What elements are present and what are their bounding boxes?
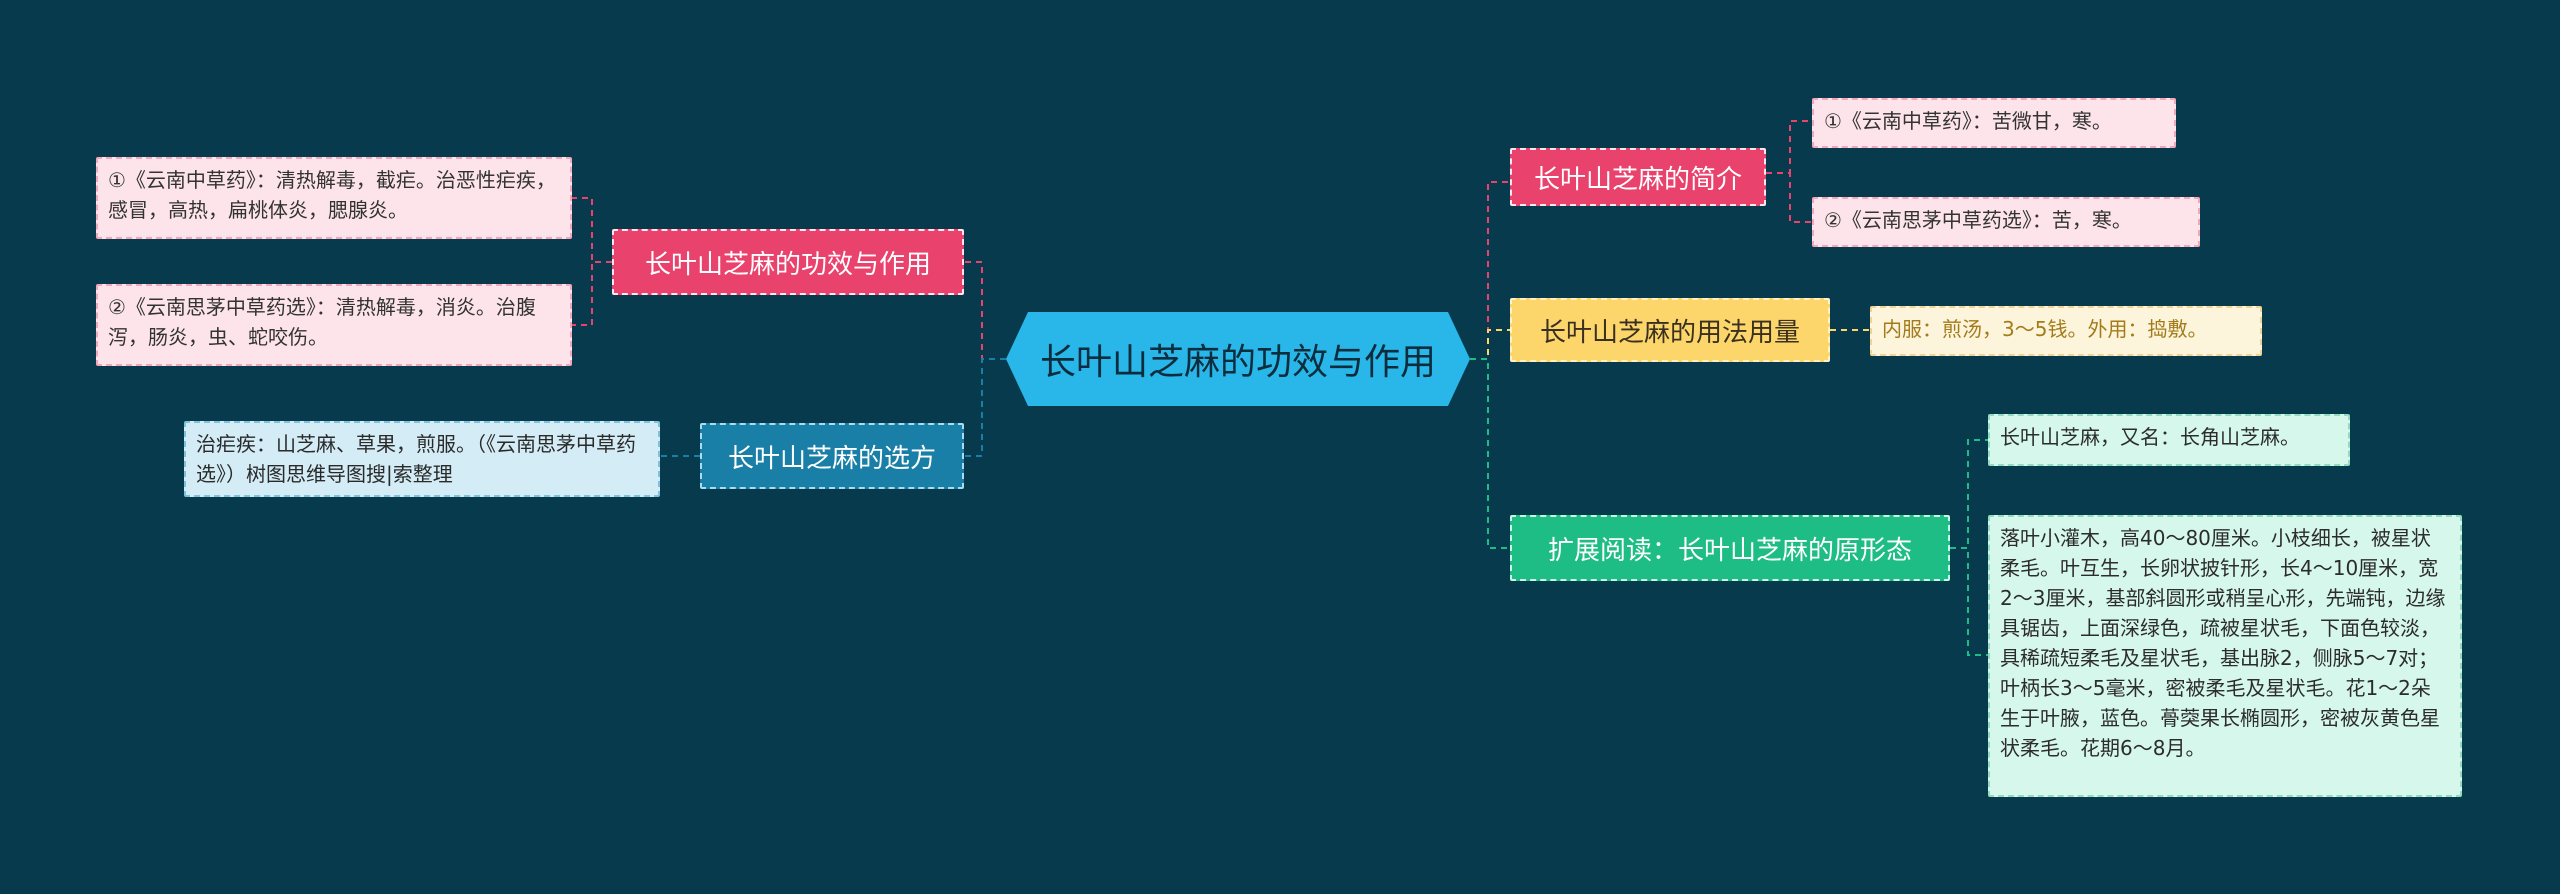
usage-leaf-1-text: 内服：煎汤，3～5钱。外用：捣敷。 <box>1882 317 2208 341</box>
branch-effects[interactable]: 长叶山芝麻的功效与作用 <box>612 229 964 295</box>
branch-usage[interactable]: 长叶山芝麻的用法用量 <box>1510 298 1830 362</box>
branch-morphology[interactable]: 扩展阅读：长叶山芝麻的原形态 <box>1510 515 1950 581</box>
morphology-leaf-1[interactable]: 长叶山芝麻，又名：长角山芝麻。 <box>1988 414 2350 466</box>
branch-usage-label: 长叶山芝麻的用法用量 <box>1539 317 1800 348</box>
branch-prescription-label: 长叶山芝麻的选方 <box>727 443 936 474</box>
branch-effects-label: 长叶山芝麻的功效与作用 <box>644 249 931 280</box>
central-topic-label: 长叶山芝麻的功效与作用 <box>1039 342 1436 383</box>
branch-prescription[interactable]: 长叶山芝麻的选方 <box>700 423 964 489</box>
prescription-leaf-1-text: 治疟疾：山芝麻、草果，煎服。（《云南思茅中草药选》）树图思维导图搜|索整理 <box>196 432 636 486</box>
prescription-leaf-1[interactable]: 治疟疾：山芝麻、草果，煎服。（《云南思茅中草药选》）树图思维导图搜|索整理 <box>184 421 660 497</box>
morphology-leaf-2[interactable]: 落叶小灌木，高40～80厘米。小枝细长，被星状柔毛。叶互生，长卵状披针形，长4～… <box>1988 515 2462 797</box>
effects-leaf-2-text: ②《云南思茅中草药选》：清热解毒，消炎。治腹泻，肠炎，虫、蛇咬伤。 <box>108 295 536 349</box>
effects-leaf-2[interactable]: ②《云南思茅中草药选》：清热解毒，消炎。治腹泻，肠炎，虫、蛇咬伤。 <box>96 284 572 366</box>
intro-leaf-1-text: ①《云南中草药》：苦微甘，寒。 <box>1824 109 2112 133</box>
usage-leaf-1[interactable]: 内服：煎汤，3～5钱。外用：捣敷。 <box>1870 306 2262 356</box>
intro-leaf-1[interactable]: ①《云南中草药》：苦微甘，寒。 <box>1812 98 2176 148</box>
branch-intro-label: 长叶山芝麻的简介 <box>1533 164 1742 195</box>
intro-leaf-2[interactable]: ②《云南思茅中草药选》：苦，寒。 <box>1812 197 2200 247</box>
morphology-leaf-1-text: 长叶山芝麻，又名：长角山芝麻。 <box>2000 425 2300 449</box>
central-topic[interactable]: 长叶山芝麻的功效与作用 <box>1006 312 1470 406</box>
branch-morphology-label: 扩展阅读：长叶山芝麻的原形态 <box>1547 535 1912 566</box>
effects-leaf-1[interactable]: ①《云南中草药》：清热解毒，截疟。治恶性疟疾，感冒，高热，扁桃体炎，腮腺炎。 <box>96 157 572 239</box>
intro-leaf-2-text: ②《云南思茅中草药选》：苦，寒。 <box>1824 208 2132 232</box>
branch-intro[interactable]: 长叶山芝麻的简介 <box>1510 148 1766 206</box>
effects-leaf-1-text: ①《云南中草药》：清热解毒，截疟。治恶性疟疾，感冒，高热，扁桃体炎，腮腺炎。 <box>108 168 556 222</box>
morphology-leaf-2-text: 落叶小灌木，高40～80厘米。小枝细长，被星状柔毛。叶互生，长卵状披针形，长4～… <box>2000 526 2446 760</box>
